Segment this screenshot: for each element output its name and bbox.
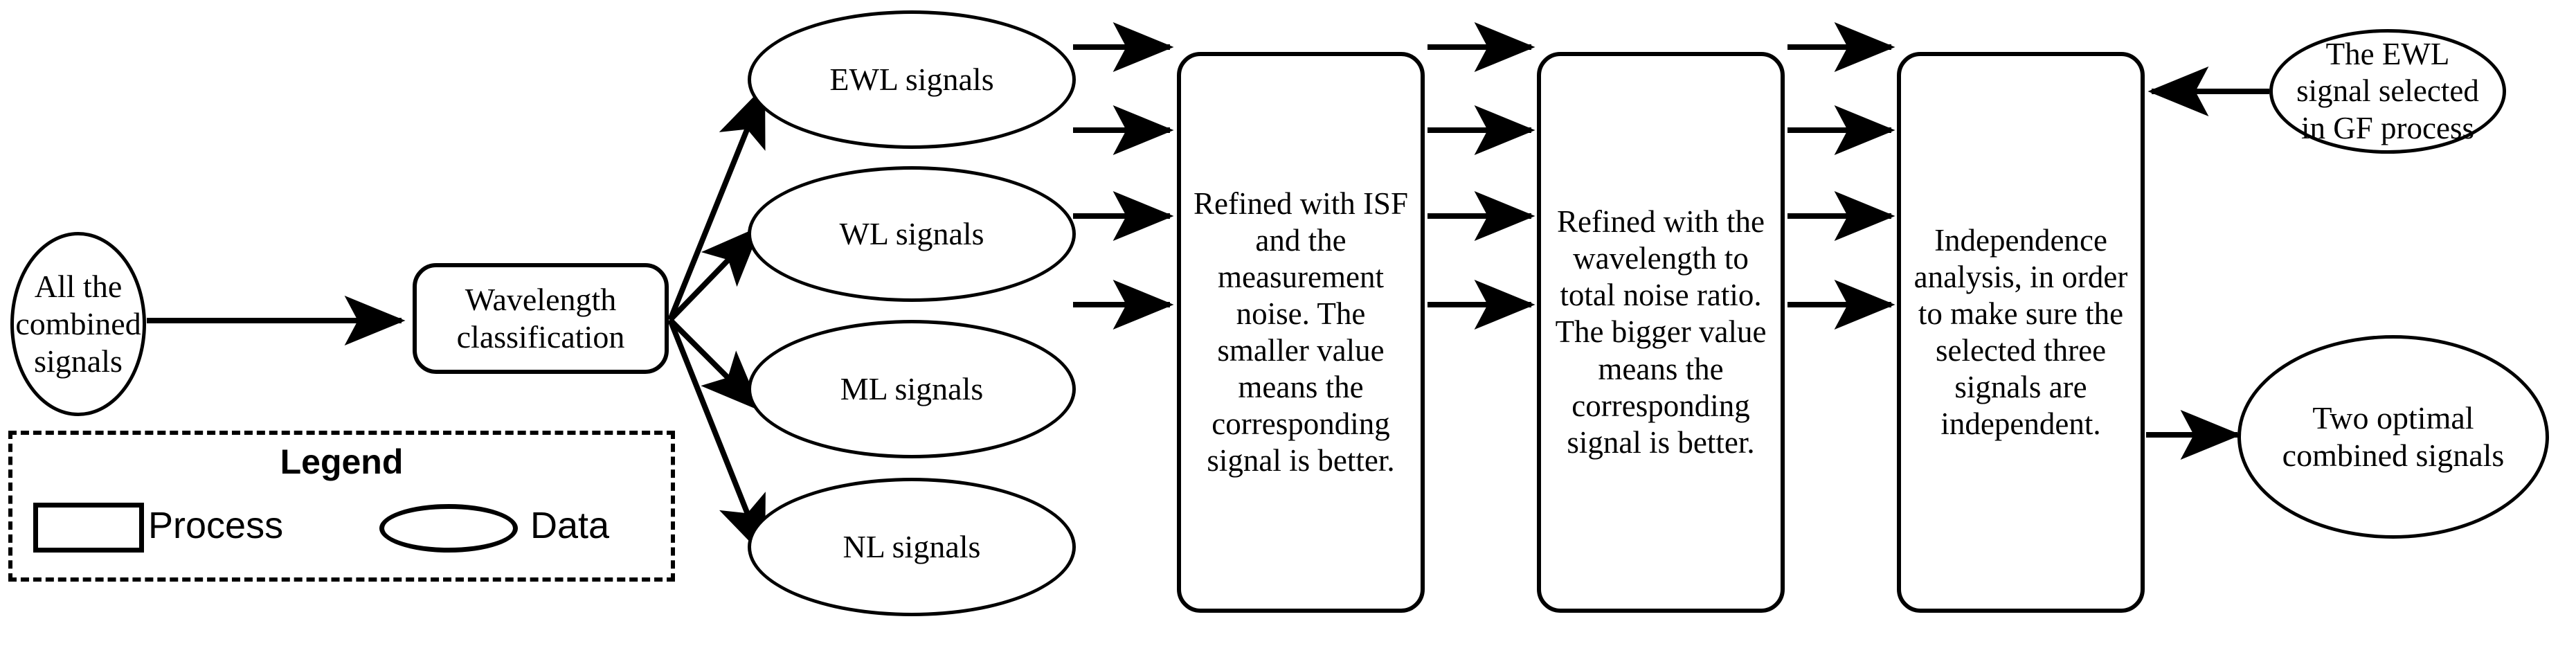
node-all-combined-signals[interactable]: All the combined signals [10, 232, 146, 416]
legend-process-label: Process [148, 505, 284, 546]
node-independence-analysis[interactable]: Independence analysis, in order to make … [1897, 52, 2145, 613]
legend-data-label: Data [530, 505, 610, 546]
legend-data-swatch [379, 504, 518, 553]
node-ml-signals[interactable]: ML signals [748, 320, 1076, 458]
edge-classification-to-nl [667, 318, 766, 558]
node-ewl-signals[interactable]: EWL signals [748, 10, 1076, 149]
node-wavelength-classification[interactable]: Wavelength classification [413, 263, 669, 374]
legend-process-swatch [33, 503, 144, 553]
edge-classification-to-ml [668, 318, 762, 411]
node-refine-isf[interactable]: Refined with ISF and the measurement noi… [1177, 52, 1425, 613]
node-two-optimal-combined-signals[interactable]: Two optimal combined signals [2237, 335, 2549, 539]
node-ewl-selected-in-gf[interactable]: The EWL signal selected in GF process [2269, 29, 2506, 154]
legend: Legend Process Data [8, 431, 675, 582]
node-wl-signals[interactable]: WL signals [748, 166, 1076, 302]
edge-classification-to-wl [668, 225, 762, 322]
node-refine-wavelength-ratio[interactable]: Refined with the wavelength to total noi… [1537, 52, 1785, 613]
edge-classification-to-ewl [667, 84, 766, 321]
legend-title: Legend [280, 442, 404, 481]
node-nl-signals[interactable]: NL signals [748, 478, 1076, 616]
